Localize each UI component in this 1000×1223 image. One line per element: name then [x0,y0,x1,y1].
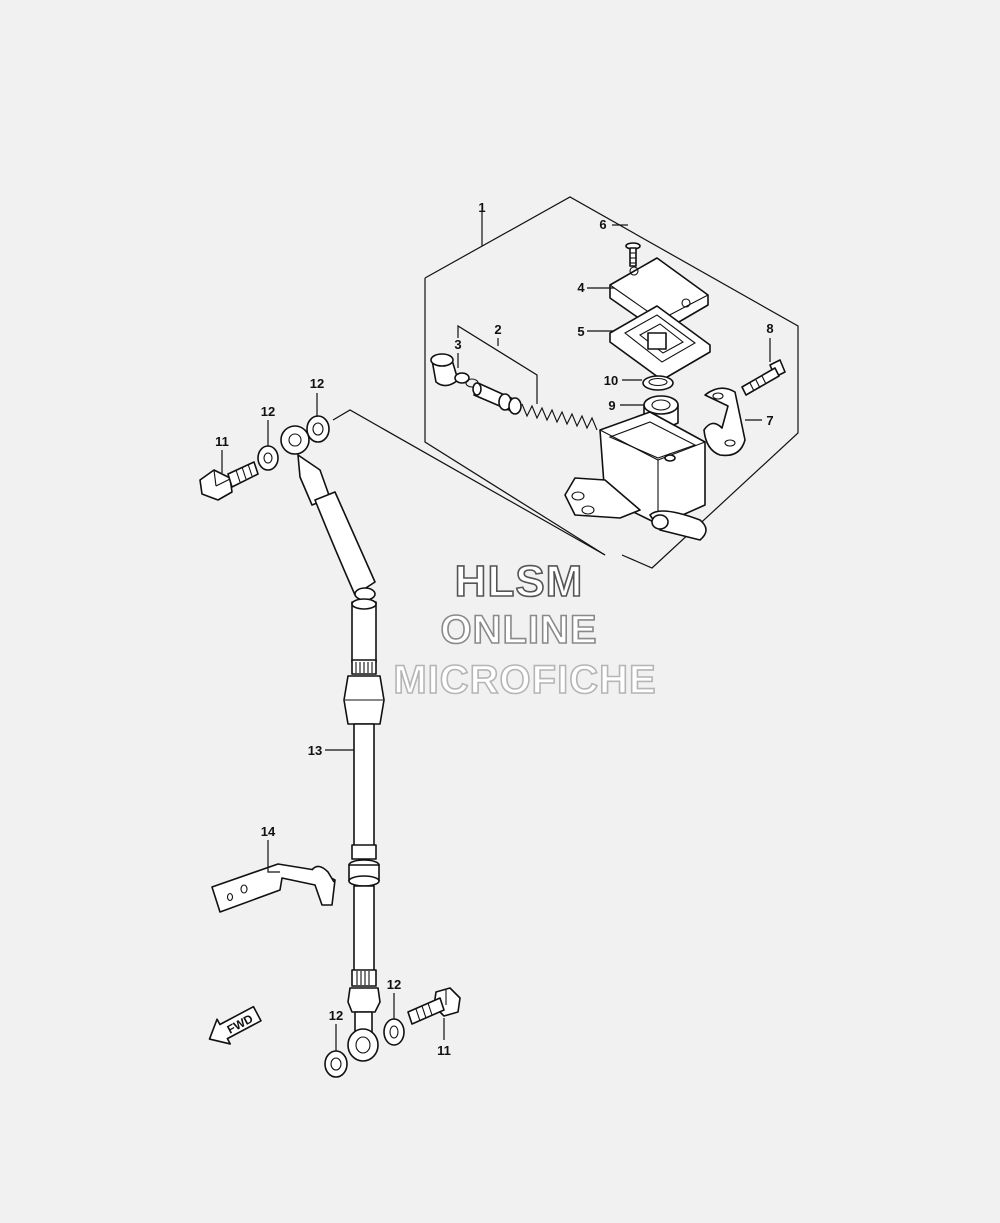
washer-part-lower-right[interactable] [383,1018,405,1046]
watermark-line-2: ONLINE [440,608,597,652]
callout-6: 6 [599,217,606,232]
callout-5: 5 [577,324,584,339]
callout-11-upper: 11 [215,434,229,449]
callout-13: 13 [308,743,322,758]
callout-11-lower: 11 [437,1043,451,1058]
callout-1: 1 [478,200,485,215]
hose-bracket-part[interactable] [211,863,336,913]
callout-14: 14 [261,824,276,839]
leader-lines [221,212,771,1051]
cap-screw-part[interactable] [625,242,641,267]
watermark: HLSM ONLINE MICROFICHE [393,556,657,703]
callout-3: 3 [454,337,461,352]
assembly-1-box [332,196,799,569]
clamp-bolt-part[interactable] [741,359,786,396]
master-cylinder-body[interactable] [564,411,707,541]
callout-7: 7 [766,413,773,428]
callout-4: 4 [577,280,585,295]
brake-hose-lower[interactable] [343,598,385,1062]
forward-arrow-icon [208,1005,262,1045]
callout-12-lower-right: 12 [387,977,401,992]
forward-direction-arrow: FWD [208,1005,262,1045]
callout-2: 2 [494,322,501,337]
washer-part-lower-left[interactable] [324,1050,348,1078]
callout-12-lower-left: 12 [329,1008,343,1023]
banjo-bolt-part-upper[interactable] [199,461,259,501]
diaphragm-part[interactable] [609,305,711,381]
watermark-line-1: HLSM [455,557,584,606]
washer-part-top[interactable] [306,415,330,443]
callout-9: 9 [608,398,615,413]
o-ring-part[interactable] [642,375,674,391]
callout-8: 8 [766,321,773,336]
callout-12-top: 12 [310,376,324,391]
banjo-bolt-part-lower[interactable] [407,987,461,1025]
callout-12-upper-left: 12 [261,404,275,419]
piston-boot-part[interactable] [430,353,479,388]
washer-part-upper-left[interactable] [257,445,279,471]
callout-10: 10 [604,373,618,388]
watermark-line-3: MICROFICHE [393,658,656,702]
clamp-part[interactable] [703,387,746,457]
reservoir-cap-part[interactable] [609,257,709,334]
brake-hose-upper[interactable] [280,425,376,601]
piston-spring-part[interactable] [472,382,598,431]
